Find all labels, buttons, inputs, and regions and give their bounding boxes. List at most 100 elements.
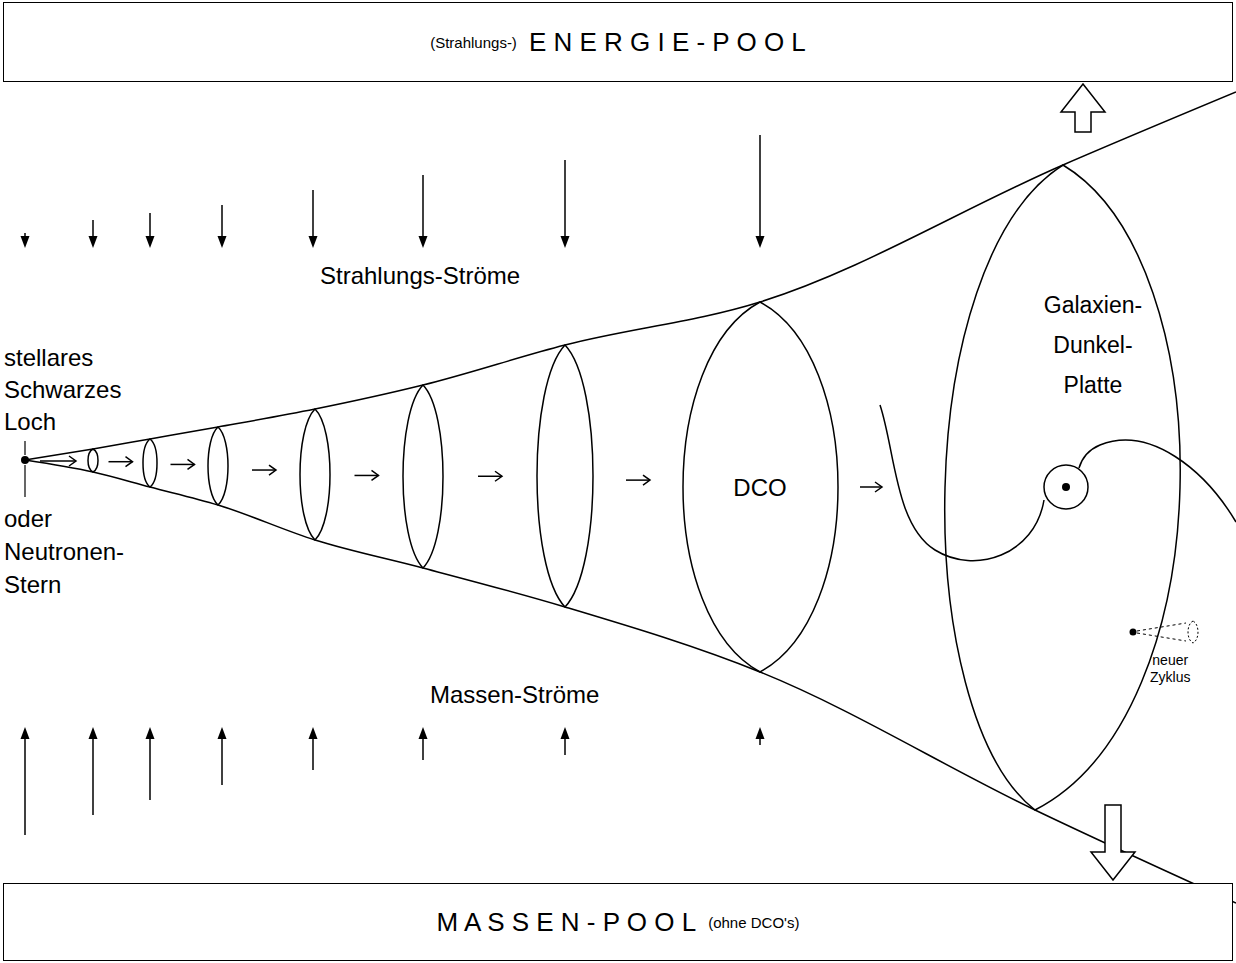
- dashed-lens: [1188, 621, 1198, 643]
- lens-shape: [143, 439, 157, 487]
- flow-arrow: [40, 456, 76, 466]
- mass-arrow-head: [561, 727, 570, 739]
- flow-arrow: [109, 457, 133, 467]
- connector-arrow: [1061, 84, 1105, 132]
- mass-arrow-shaft: [221, 737, 223, 785]
- arrow-head: [69, 456, 76, 466]
- mass-arrow-shaft: [149, 737, 151, 800]
- radiation-arrow-head: [89, 236, 98, 248]
- galaxy-core-dot: [1062, 483, 1070, 491]
- connector-arrow: [860, 482, 882, 492]
- mass-arrow-head: [218, 727, 227, 739]
- radiation-arrow-head: [419, 236, 428, 248]
- arrow-shaft: [40, 460, 76, 462]
- radiation-arrow-shaft: [149, 213, 151, 238]
- radiation-arrow-shaft: [221, 205, 223, 238]
- black-hole-dot: [21, 456, 29, 464]
- lens-shape: [683, 302, 838, 672]
- galaxy-core-ring: [1044, 465, 1088, 509]
- node-text: (ohne DCO's): [708, 914, 799, 931]
- arrow-head: [495, 471, 502, 481]
- lens-shape: [403, 385, 443, 568]
- diagram-label: neuer Zyklus: [1150, 652, 1190, 686]
- arrow-shaft: [109, 461, 133, 463]
- flow-arrow: [626, 475, 650, 485]
- radiation-arrow-shaft: [759, 135, 761, 238]
- cone-upper-line: [25, 92, 1236, 460]
- spiral-arm: [880, 405, 1044, 561]
- lens-shape: [537, 345, 593, 607]
- node-text: E N E R G I E - P O O L: [529, 27, 806, 58]
- lens-shape: [208, 427, 228, 505]
- mass-arrow-shaft: [92, 737, 94, 815]
- mass-arrow-shaft: [312, 737, 314, 770]
- lens-shape: [300, 409, 330, 540]
- diagram-label: stellares Schwarzes Loch: [4, 342, 121, 438]
- flow-arrow: [478, 471, 502, 481]
- mass-streams: [21, 727, 765, 835]
- radiation-arrow-shaft: [564, 160, 566, 238]
- lens-shape: [88, 449, 98, 472]
- spiral-galaxy: [880, 405, 1236, 561]
- arrow-head: [126, 457, 133, 467]
- mass-pool-box: M A S S E N - P O O L (ohne DCO's): [3, 883, 1233, 961]
- arrow-shaft: [252, 469, 276, 471]
- galaxy-lens: Galaxien- Dunkel- Platte: [945, 165, 1180, 810]
- mass-arrow-shaft: [24, 737, 26, 835]
- new-cycle-dot: [1130, 629, 1137, 636]
- node-text: DCO: [733, 474, 786, 502]
- arrow-shaft: [355, 475, 379, 477]
- mass-arrow-shaft: [564, 737, 566, 755]
- arrow-head: [875, 482, 882, 492]
- mass-arrow-head: [756, 727, 765, 739]
- flow-arrow: [171, 459, 195, 469]
- leader-line: [24, 441, 25, 455]
- arrow-shaft: [860, 486, 882, 488]
- radiation-streams: [21, 135, 765, 248]
- arrow-shaft: [626, 479, 650, 481]
- radiation-arrow-shaft: [422, 175, 424, 238]
- connector-arrow: [1091, 805, 1135, 880]
- arrow-shaft: [171, 464, 195, 466]
- lens-shape: [945, 165, 1180, 810]
- radiation-arrow-head: [21, 236, 30, 248]
- node-text: M A S S E N - P O O L: [437, 907, 697, 938]
- hollow-arrow: [1061, 84, 1105, 132]
- radiation-arrow-head: [146, 236, 155, 248]
- radiation-arrow-shaft: [312, 190, 314, 238]
- mass-arrow-head: [21, 727, 30, 739]
- energy-pool-box: (Strahlungs-) E N E R G I E - P O O L: [3, 2, 1233, 82]
- flow-arrow: [252, 465, 276, 475]
- spiral-arm: [1079, 440, 1236, 522]
- dco-lens: DCO: [683, 302, 838, 672]
- new-cycle-icon: [1130, 621, 1199, 643]
- mass-arrow-head: [89, 727, 98, 739]
- dashed-line: [1137, 633, 1186, 641]
- diagram-label: Massen-Ströme: [430, 681, 599, 709]
- radiation-arrow-head: [561, 236, 570, 248]
- flow-arrow: [355, 470, 379, 480]
- node-text: Galaxien- Dunkel- Platte: [1044, 285, 1142, 405]
- mass-arrow-head: [419, 727, 428, 739]
- arrow-head: [188, 459, 195, 469]
- hollow-arrow: [1091, 805, 1135, 880]
- mass-arrow-head: [309, 727, 318, 739]
- leader-line: [24, 465, 25, 497]
- radiation-arrow-head: [309, 236, 318, 248]
- mass-arrow-shaft: [422, 737, 424, 760]
- radiation-arrow-head: [756, 236, 765, 248]
- cone-lower-line: [25, 460, 1236, 903]
- lens-outline: [945, 165, 1180, 810]
- diagram-label: Strahlungs-Ströme: [320, 262, 520, 290]
- radiation-arrow-shaft: [92, 220, 94, 238]
- node-text: (Strahlungs-): [430, 34, 517, 51]
- arrow-head: [372, 470, 379, 480]
- diagram-label: oder Neutronen- Stern: [4, 502, 124, 601]
- arrow-head: [643, 475, 650, 485]
- arrow-shaft: [478, 476, 502, 478]
- radiation-arrow-head: [218, 236, 227, 248]
